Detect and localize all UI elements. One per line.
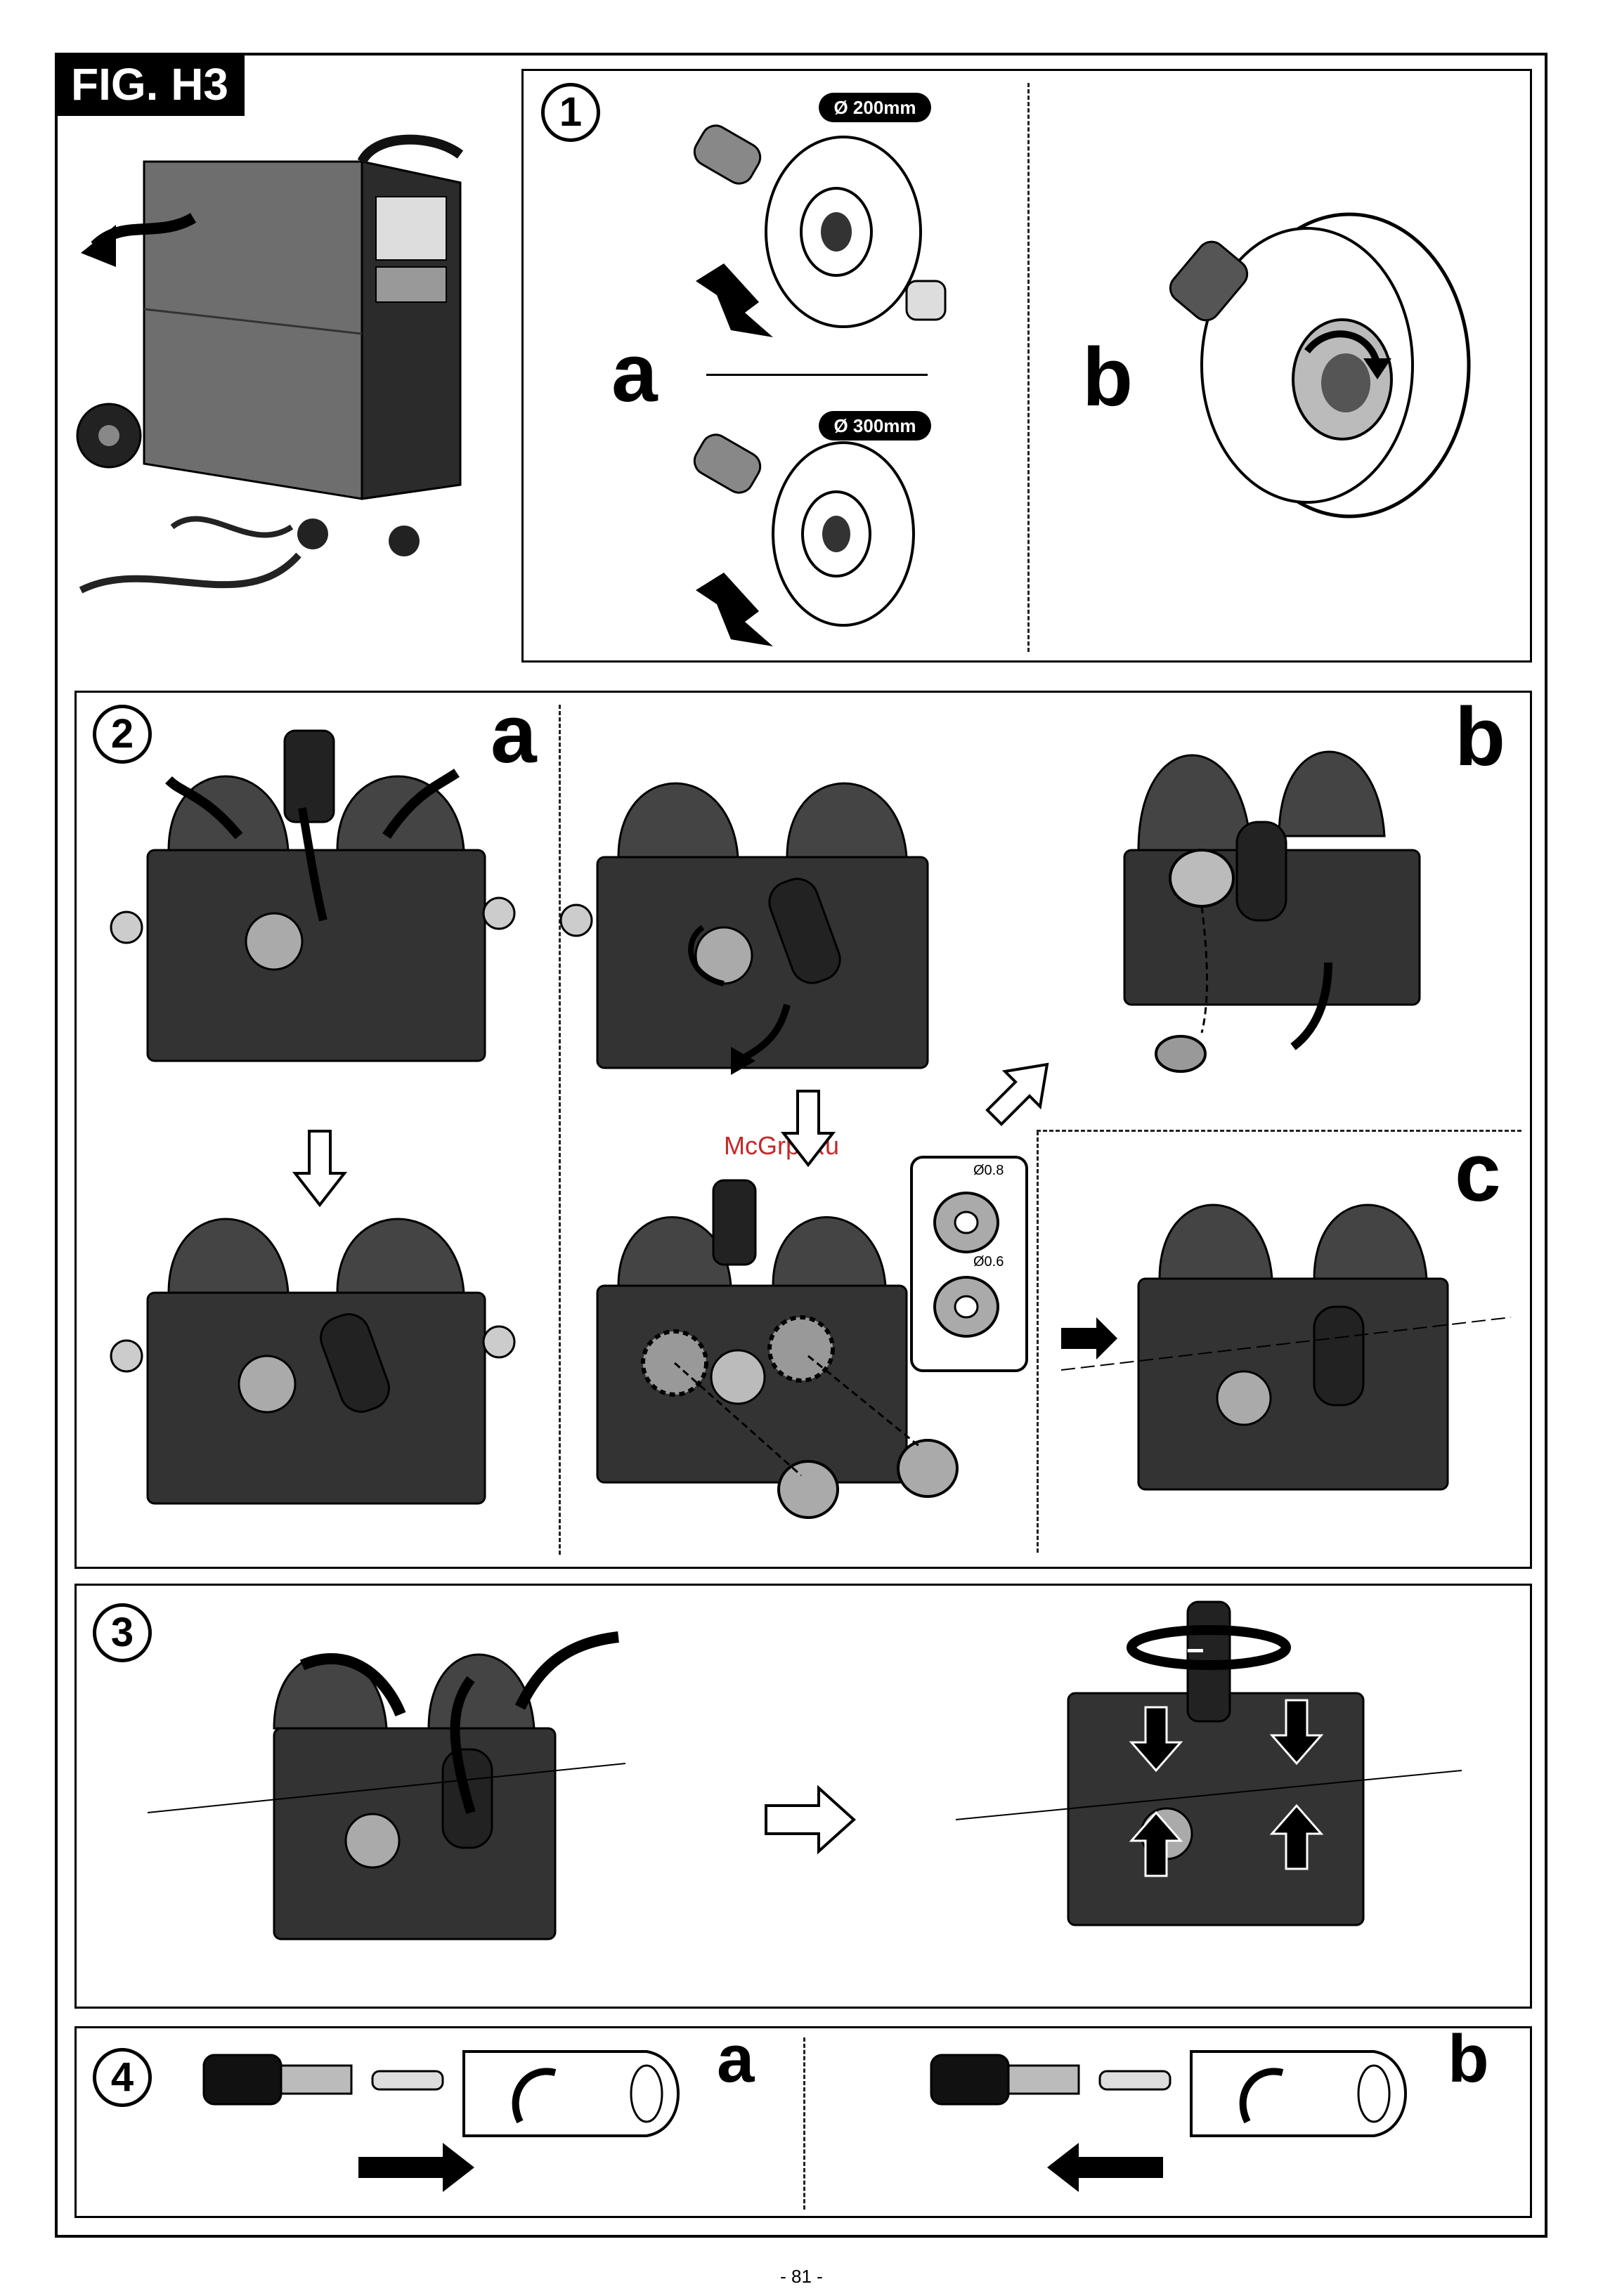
right-arrow-3 [766, 1788, 857, 1851]
step-4-number: 4 [93, 2048, 152, 2107]
wire-feeder-3-tension [956, 1595, 1462, 1988]
spool-size-small-badge: Ø 200mm [819, 93, 931, 122]
wire-feeder-2a-middle [576, 731, 970, 1110]
down-arrow-2a-middle [784, 1091, 833, 1168]
torch-nozzle-assembly-a [197, 2037, 710, 2206]
step-2-divider-right [1037, 1131, 1039, 1553]
step-1a-label: a [611, 332, 658, 415]
step-4b-label: b [1448, 2026, 1489, 2093]
diagonal-arrow-2b [973, 1061, 1051, 1138]
torch-nozzle-assembly-b [924, 2037, 1437, 2206]
wire-feeder-2a-top [126, 710, 520, 1103]
step-1-number: 1 [541, 83, 600, 142]
step-1b-label: b [1082, 336, 1133, 419]
spool-lock-illustration [1167, 218, 1469, 527]
step-1a-separator [706, 374, 928, 376]
welder-machine-illustration [67, 133, 510, 639]
step-4-divider [803, 2037, 805, 2210]
step-2-divider-left [559, 705, 561, 1555]
step-3-number: 3 [93, 1603, 152, 1662]
step-2-divider-horizontal [1037, 1130, 1521, 1132]
spool-300mm-illustration [675, 429, 970, 653]
roller-size-first: Ø0.8 [973, 1163, 1004, 1179]
wire-feeder-2c [1054, 1159, 1518, 1539]
figure-label: FIG. H3 [55, 53, 245, 116]
step-1-divider [1027, 83, 1030, 652]
wire-feeder-2a-bottom [126, 1152, 520, 1546]
tension-plus-sign: + [1250, 1630, 1268, 1665]
wire-feeder-2b [1096, 696, 1448, 1089]
step-4a-label: a [717, 2026, 754, 2093]
step-2b-label: b [1455, 696, 1505, 778]
page-number: - 81 - [0, 2266, 1603, 2288]
tension-minus-sign: − [1186, 1633, 1205, 1669]
roller-options-illustration [921, 1180, 1012, 1356]
wire-feeder-3-closing [148, 1602, 640, 1981]
spool-200mm-illustration [675, 119, 970, 358]
